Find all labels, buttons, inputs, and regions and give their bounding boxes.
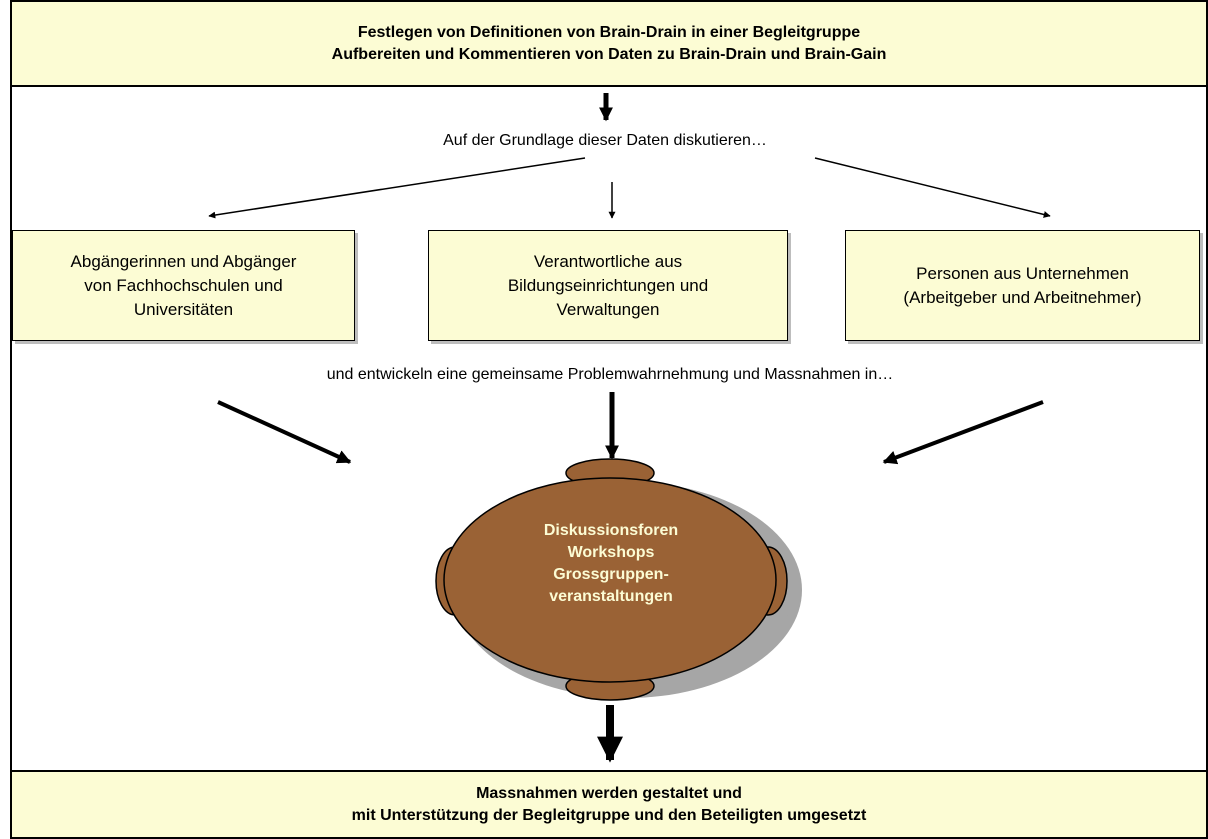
table-label-line-4: veranstaltungen bbox=[549, 588, 673, 605]
diagram-frame bbox=[10, 0, 1208, 839]
box-graduates-line-2: von Fachhochschulen und bbox=[84, 275, 283, 295]
box-companies-line-1: Personen aus Unternehmen bbox=[916, 263, 1129, 283]
box-institutions-line-2: Bildungseinrichtungen und bbox=[507, 275, 709, 295]
footer-line-1: Massnahmen werden gestaltet und bbox=[476, 784, 742, 802]
box-institutions: Verantwortliche aus Bildungseinrichtunge… bbox=[428, 230, 788, 341]
footer-box: Massnahmen werden gestaltet und mit Unte… bbox=[10, 770, 1208, 839]
arrow-left-in bbox=[217, 400, 352, 464]
table-label-line-3: Grossgruppen- bbox=[553, 566, 669, 583]
caption-develop: und entwickeln eine gemeinsame Problemwa… bbox=[326, 366, 894, 383]
box-companies-line-2: (Arbeitgeber und Arbeitnehmer) bbox=[903, 287, 1142, 307]
caption-discuss: Auf der Grundlage dieser Daten diskutier… bbox=[443, 132, 767, 149]
box-graduates: Abgängerinnen und Abgänger von Fachhochs… bbox=[12, 230, 355, 341]
box-institutions-line-3: Verwaltungen bbox=[556, 299, 660, 319]
arrow-to-companies bbox=[814, 157, 1051, 218]
header-line-2: Aufbereiten und Kommentieren von Daten z… bbox=[331, 45, 887, 63]
box-companies: Personen aus Unternehmen (Arbeitgeber un… bbox=[845, 230, 1200, 341]
arrow-to-graduates bbox=[208, 157, 586, 219]
header-line-1: Festlegen von Definitionen von Brain-Dra… bbox=[357, 23, 861, 41]
table-label-line-2: Workshops bbox=[567, 544, 655, 561]
arrow-right-in bbox=[882, 400, 1044, 465]
table-label: Diskussionsforen Workshops Grossgruppen-… bbox=[480, 520, 742, 608]
table-label-line-1: Diskussionsforen bbox=[543, 522, 679, 539]
header-box: Festlegen von Definitionen von Brain-Dra… bbox=[10, 0, 1208, 87]
box-graduates-line-1: Abgängerinnen und Abgänger bbox=[70, 251, 297, 271]
footer-line-2: mit Unterstützung der Begleitgruppe und … bbox=[351, 806, 867, 824]
box-graduates-line-3: Universitäten bbox=[133, 299, 234, 319]
round-table-icon bbox=[435, 458, 802, 701]
box-institutions-line-1: Verantwortliche aus bbox=[533, 251, 683, 271]
